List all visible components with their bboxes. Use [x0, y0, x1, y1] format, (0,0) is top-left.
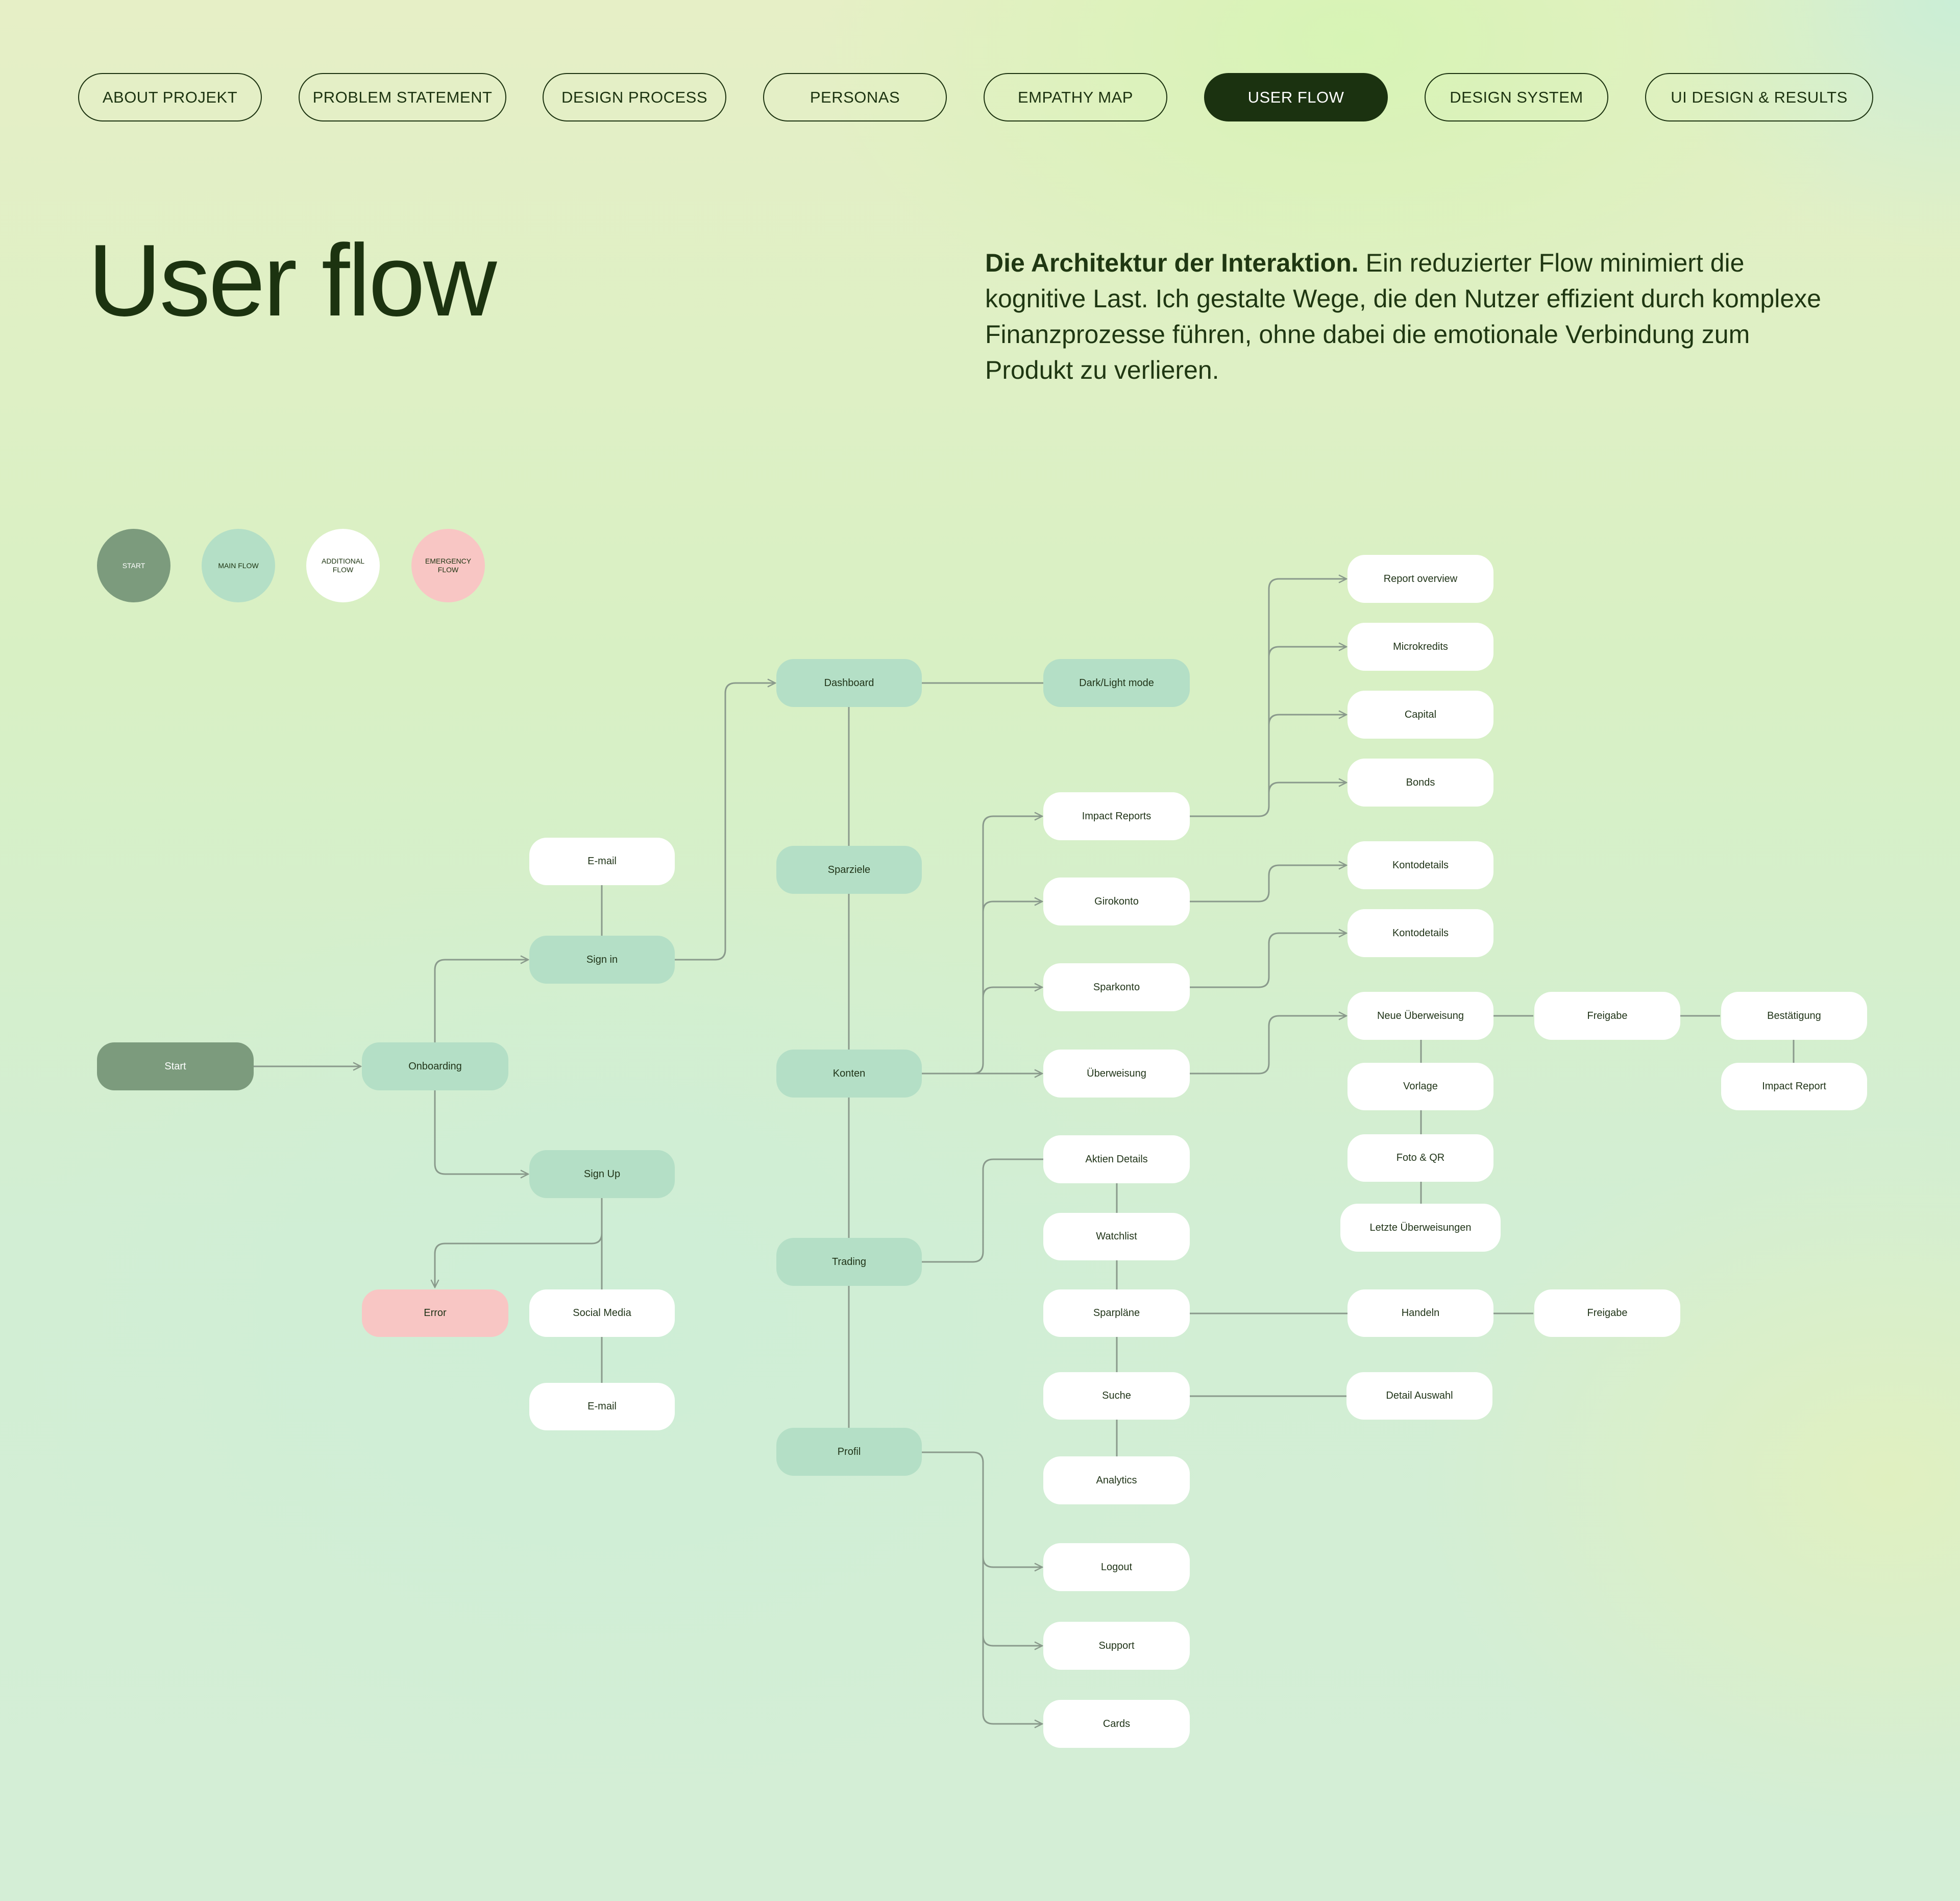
node-freigabe-2: Freigabe [1534, 1289, 1680, 1337]
edge-trading-aktien [922, 1158, 1043, 1263]
node-watchlist: Watchlist [1043, 1213, 1190, 1260]
node-cards: Cards [1043, 1700, 1190, 1748]
edge-girokonto-kontodetails [1190, 865, 1346, 903]
nav-about-projekt[interactable]: ABOUT PROJEKT [78, 73, 262, 121]
edge-to-microkredits [1268, 647, 1346, 657]
nav-personas[interactable]: PERSONAS [763, 73, 947, 121]
node-kontodetails-1: Kontodetails [1348, 841, 1493, 889]
node-bonds: Bonds [1348, 759, 1493, 807]
edge-ueberweisung-neue [1190, 1016, 1346, 1075]
node-sparkonto: Sparkonto [1043, 963, 1190, 1011]
edge-onboarding-signin [434, 960, 528, 1042]
node-ueberweisung: Überweisung [1043, 1050, 1190, 1098]
node-dark-light-mode: Dark/Light mode [1043, 659, 1190, 707]
node-sign-up: Sign Up [529, 1150, 675, 1198]
edge-profil-logout [982, 1556, 1042, 1567]
intro-bold: Die Architektur der Interaktion. [985, 249, 1359, 277]
edge-to-capital [1268, 715, 1346, 725]
edge-onboarding-signup [434, 1090, 528, 1174]
edge-impactreports-tree [1190, 579, 1346, 817]
node-foto-qr: Foto & QR [1348, 1134, 1493, 1182]
nav-ui-design-results[interactable]: UI DESIGN & RESULTS [1645, 73, 1873, 121]
edge-profil-cards [922, 1451, 1042, 1724]
node-freigabe-1: Freigabe [1534, 992, 1680, 1040]
node-sign-in: Sign in [529, 936, 675, 984]
node-profil: Profil [776, 1428, 922, 1476]
nav-empathy-map[interactable]: EMPATHY MAP [984, 73, 1167, 121]
nav-design-system[interactable]: DESIGN SYSTEM [1425, 73, 1608, 121]
node-report-overview: Report overview [1348, 555, 1493, 603]
node-support: Support [1043, 1622, 1190, 1670]
node-handeln: Handeln [1348, 1289, 1493, 1337]
page-title: User flow [88, 224, 497, 337]
nav-user-flow[interactable]: USER FLOW [1204, 73, 1388, 121]
node-logout: Logout [1043, 1543, 1190, 1591]
node-onboarding: Onboarding [362, 1042, 508, 1090]
node-detail-auswahl: Detail Auswahl [1346, 1372, 1492, 1420]
edge-signin-dashboard [675, 683, 775, 961]
node-girokonto: Girokonto [1043, 878, 1190, 925]
node-impact-reports: Impact Reports [1043, 792, 1190, 840]
edge-signup-error [435, 1198, 603, 1287]
legend-main-flow: MAIN FLOW [202, 529, 275, 602]
edge-konten-sparkonto [982, 987, 1042, 998]
edge-konten-girokonto [982, 901, 1042, 912]
edge-konten-impactreports [922, 816, 1042, 1075]
edge-profil-support [982, 1635, 1042, 1646]
node-vorlage: Vorlage [1348, 1063, 1493, 1110]
nav-design-process[interactable]: DESIGN PROCESS [543, 73, 726, 121]
intro-paragraph: Die Architektur der Interaktion. Ein red… [985, 245, 1822, 388]
node-letzte-ueberweisungen: Letzte Überweisungen [1340, 1204, 1501, 1252]
legend-additional-flow: ADDITIONAL FLOW [306, 529, 380, 602]
node-sparziele: Sparziele [776, 846, 922, 894]
edge-to-bonds [1268, 783, 1346, 793]
node-trading: Trading [776, 1238, 922, 1286]
nav-problem-statement[interactable]: PROBLEM STATEMENT [299, 73, 506, 121]
node-start: Start [97, 1042, 254, 1090]
node-bestaetigung: Bestätigung [1721, 992, 1867, 1040]
edge-sparkonto-kontodetails [1190, 933, 1346, 988]
node-dashboard: Dashboard [776, 659, 922, 707]
intro-text: Ein reduzierter Flow minimiert die kogni… [985, 249, 1821, 384]
legend-start: START [97, 529, 170, 602]
node-konten: Konten [776, 1050, 922, 1098]
node-email-top: E-mail [529, 838, 675, 885]
node-neue-ueberweisung: Neue Überweisung [1348, 992, 1493, 1040]
node-suche: Suche [1043, 1372, 1190, 1420]
node-kontodetails-2: Kontodetails [1348, 909, 1493, 957]
legend-emergency-flow: EMERGENCY FLOW [411, 529, 485, 602]
node-aktien-details: Aktien Details [1043, 1135, 1190, 1183]
node-email-bottom: E-mail [529, 1383, 675, 1430]
node-microkredits: Microkredits [1348, 623, 1493, 671]
node-error: Error [362, 1289, 508, 1337]
node-sparplaene: Sparpläne [1043, 1289, 1190, 1337]
node-analytics: Analytics [1043, 1456, 1190, 1504]
node-social-media: Social Media [529, 1289, 675, 1337]
node-impact-report: Impact Report [1721, 1063, 1867, 1110]
node-capital: Capital [1348, 691, 1493, 739]
